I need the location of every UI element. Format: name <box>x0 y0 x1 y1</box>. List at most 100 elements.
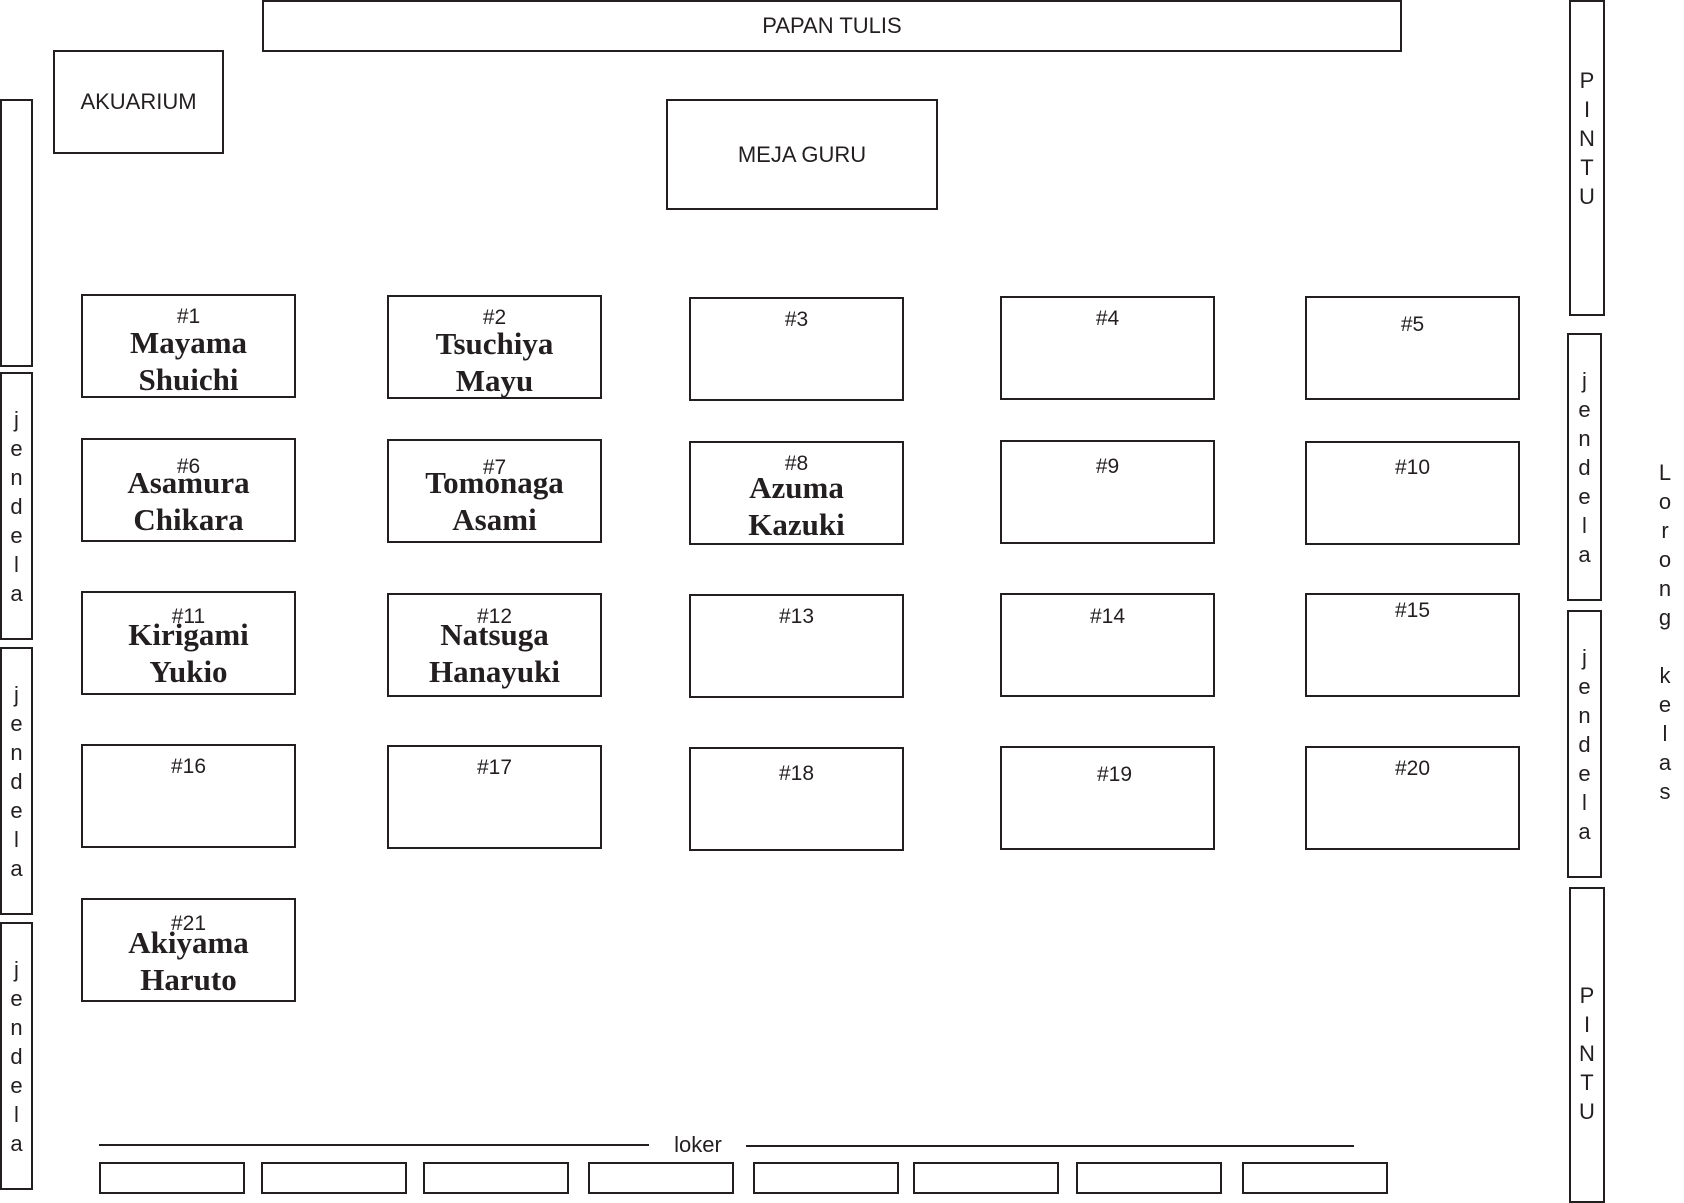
desk-15[interactable]: #15 <box>1305 593 1520 697</box>
student-name: Natsuga Hanayuki <box>389 616 600 690</box>
door-letter: N <box>1579 126 1595 151</box>
student-name-line: Kirigami <box>128 617 249 652</box>
student-name-line: Kazuki <box>748 507 845 542</box>
locker-7[interactable] <box>1076 1162 1222 1194</box>
door-letter: U <box>1579 1099 1595 1124</box>
locker-8[interactable] <box>1242 1162 1388 1194</box>
left-wall-segment <box>0 99 33 367</box>
locker-3[interactable] <box>423 1162 569 1194</box>
desk-number: #1 <box>176 305 201 328</box>
left-window-3: j e n d e l a <box>0 922 33 1190</box>
window-letter: d <box>1578 731 1591 757</box>
hallway-letter: L <box>1658 460 1672 485</box>
window-letter: n <box>1578 702 1591 728</box>
window-letter: e <box>1578 483 1591 509</box>
window-letter: j <box>1582 644 1587 670</box>
desk-13[interactable]: #13 <box>689 594 904 698</box>
student-name-line: Asamura <box>127 465 250 500</box>
student-name: Akiyama Haruto <box>83 924 294 998</box>
desk-number: #21 <box>170 912 207 935</box>
desk-number: #15 <box>1394 599 1431 622</box>
desk-7[interactable]: #7 Tomonaga Asami <box>387 439 602 543</box>
window-letter: d <box>1578 454 1591 480</box>
desk-14[interactable]: #14 <box>1000 593 1215 697</box>
locker-1[interactable] <box>99 1162 245 1194</box>
desk-16[interactable]: #16 <box>81 744 296 848</box>
window-letter: d <box>10 768 23 794</box>
window-letter: j <box>14 681 19 707</box>
window-letter: j <box>14 956 19 982</box>
student-name-line: Asami <box>452 502 537 537</box>
desk-2[interactable]: #2 Tsuchiya Mayu <box>387 295 602 399</box>
student-name-line: Haruto <box>140 962 237 997</box>
hallway-letter: n <box>1658 576 1672 601</box>
desk-number: #20 <box>1394 757 1431 780</box>
desk-number: #3 <box>784 308 809 331</box>
desk-number: #11 <box>171 605 206 628</box>
desk-9[interactable]: #9 <box>1000 440 1215 544</box>
window-letter: l <box>1582 789 1587 815</box>
desk-number: #14 <box>1089 605 1126 628</box>
hallway-letter: a <box>1658 750 1672 775</box>
door-letter: T <box>1580 155 1594 180</box>
desk-number: #2 <box>482 306 507 329</box>
window-letter: e <box>1578 760 1591 786</box>
window-letter: a <box>1578 541 1591 567</box>
desk-number: #10 <box>1394 456 1431 479</box>
desk-20[interactable]: #20 <box>1305 746 1520 850</box>
desk-5[interactable]: #5 <box>1305 296 1520 400</box>
locker-line-left <box>99 1144 649 1146</box>
desk-21[interactable]: #21 Akiyama Haruto <box>81 898 296 1002</box>
desk-10[interactable]: #10 <box>1305 441 1520 545</box>
desk-number: #13 <box>778 605 815 628</box>
window-letter: n <box>10 464 23 490</box>
desk-1[interactable]: #1 Mayama Shuichi <box>81 294 296 398</box>
desk-12[interactable]: #12 Natsuga Hanayuki <box>387 593 602 697</box>
right-window-1: j e n d e l a <box>1567 333 1602 601</box>
student-name-line: Hanayuki <box>429 654 560 689</box>
desk-17[interactable]: #17 <box>387 745 602 849</box>
desk-11[interactable]: #11 Kirigami Yukio <box>81 591 296 695</box>
desk-number: #4 <box>1095 307 1120 330</box>
locker-line-right <box>746 1145 1354 1147</box>
window-letter: e <box>10 710 23 736</box>
hallway-letter: s <box>1659 779 1671 804</box>
hallway-label: L o r o n g k e l a s <box>1650 458 1680 806</box>
window-letter: e <box>10 1072 23 1098</box>
aquarium: AKUARIUM <box>53 50 224 154</box>
desk-number: #7 <box>482 456 507 479</box>
locker-6[interactable] <box>913 1162 1059 1194</box>
teacher-desk-label: MEJA GURU <box>737 141 867 167</box>
desk-6[interactable]: #6 Asamura Chikara <box>81 438 296 542</box>
window-letter: a <box>10 580 23 606</box>
door-bottom: P I N T U <box>1569 887 1605 1203</box>
student-name-line: Azuma <box>749 470 844 505</box>
window-letter: l <box>14 1101 19 1127</box>
whiteboard-label: PAPAN TULIS <box>762 13 902 38</box>
desk-number: #9 <box>1095 455 1120 478</box>
locker-4[interactable] <box>588 1162 734 1194</box>
student-name-line: Tsuchiya <box>435 326 554 361</box>
whiteboard: PAPAN TULIS <box>262 0 1402 52</box>
window-letter: l <box>1582 512 1587 538</box>
desk-4[interactable]: #4 <box>1000 296 1215 400</box>
door-letter: P <box>1579 68 1595 93</box>
desk-number: #18 <box>778 762 815 785</box>
desk-19[interactable]: #19 <box>1000 746 1215 850</box>
locker-5[interactable] <box>753 1162 899 1194</box>
locker-2[interactable] <box>261 1162 407 1194</box>
desk-18[interactable]: #18 <box>689 747 904 851</box>
student-name: Mayama Shuichi <box>83 324 294 398</box>
window-letter: l <box>14 551 19 577</box>
desk-number: #5 <box>1400 313 1425 336</box>
desk-8[interactable]: #8 Azuma Kazuki <box>689 441 904 545</box>
window-letter: e <box>1578 673 1591 699</box>
window-letter: a <box>10 855 23 881</box>
desk-3[interactable]: #3 <box>689 297 904 401</box>
student-name-line: Yukio <box>149 654 228 689</box>
door-letter: P <box>1579 983 1595 1008</box>
window-letter: d <box>10 493 23 519</box>
door-letter: I <box>1583 1012 1591 1037</box>
desk-number: #19 <box>1096 763 1133 786</box>
teacher-desk: MEJA GURU <box>666 99 938 210</box>
